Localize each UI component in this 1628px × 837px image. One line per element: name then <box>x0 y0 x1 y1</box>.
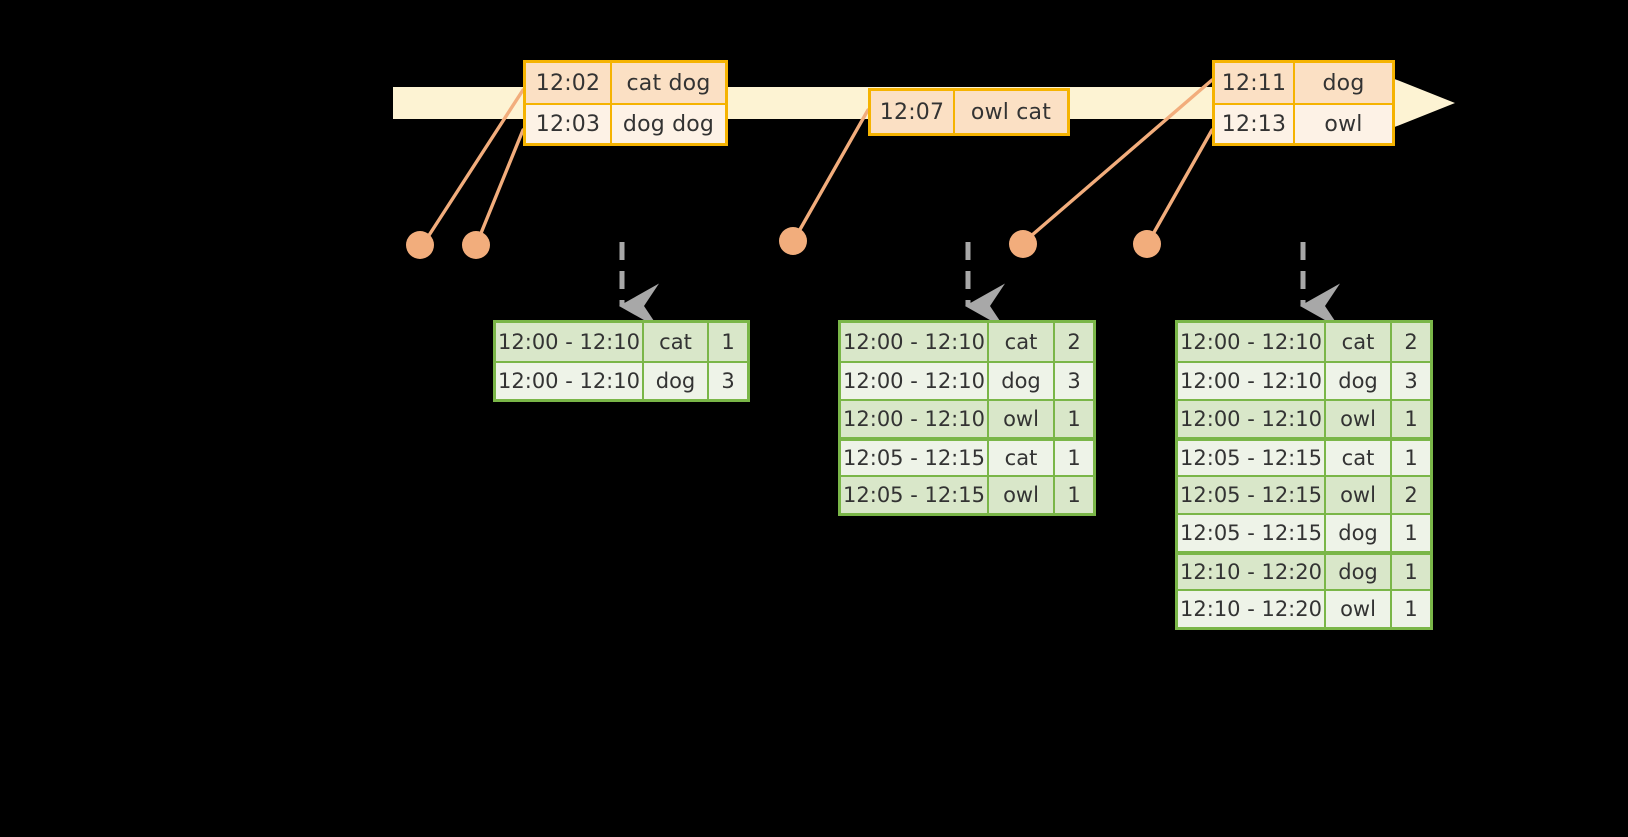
window-cell: 12:05 - 12:15 <box>1178 441 1326 475</box>
sample-dot-4 <box>1009 230 1037 258</box>
sample-dot-2 <box>462 231 490 259</box>
table-row: 12:05 - 12:15 owl 2 <box>1178 475 1430 513</box>
word-cell: cat <box>644 323 709 361</box>
count-cell: 1 <box>1055 401 1093 437</box>
word-cell: owl <box>989 401 1055 437</box>
count-cell: 2 <box>1392 323 1430 361</box>
word-cell: cat <box>989 323 1055 361</box>
table-row: 12:00 - 12:10 dog 3 <box>1178 361 1430 399</box>
word-cell: dog <box>1326 555 1392 589</box>
window-cell: 12:00 - 12:10 <box>841 401 989 437</box>
count-cell: 3 <box>1392 363 1430 399</box>
word-cell: cat <box>989 441 1055 475</box>
connector-line-3 <box>792 108 870 242</box>
window-table-2: 12:00 - 12:10 cat 2 12:00 - 12:10 dog 3 … <box>838 320 1096 516</box>
count-cell: 1 <box>709 323 747 361</box>
event-row: 12:11 dog <box>1215 63 1392 103</box>
word-cell: owl <box>1326 477 1392 513</box>
event-row: 12:13 owl <box>1215 103 1392 143</box>
count-cell: 1 <box>1392 591 1430 627</box>
word-cell: cat <box>1326 441 1392 475</box>
window-cell: 12:00 - 12:10 <box>841 363 989 399</box>
event-row: 12:07 owl cat <box>871 91 1067 133</box>
word-cell: owl <box>1326 591 1392 627</box>
table-row: 12:05 - 12:15 cat 1 <box>1178 437 1430 475</box>
word-cell: dog <box>1326 363 1392 399</box>
sample-dot-1 <box>406 231 434 259</box>
count-cell: 1 <box>1392 441 1430 475</box>
window-cell: 12:00 - 12:10 <box>1178 363 1326 399</box>
event-words: owl cat <box>955 91 1067 133</box>
event-words: dog dog <box>612 105 725 143</box>
window-table-1: 12:00 - 12:10 cat 1 12:00 - 12:10 dog 3 <box>493 320 750 402</box>
event-time: 12:11 <box>1215 63 1295 103</box>
window-table-3: 12:00 - 12:10 cat 2 12:00 - 12:10 dog 3 … <box>1175 320 1433 630</box>
event-words: dog <box>1295 63 1392 103</box>
window-cell: 12:05 - 12:15 <box>841 477 989 513</box>
event-group-3: 12:11 dog 12:13 owl <box>1212 60 1395 146</box>
table-row: 12:05 - 12:15 dog 1 <box>1178 513 1430 551</box>
window-cell: 12:00 - 12:10 <box>841 323 989 361</box>
count-cell: 2 <box>1055 323 1093 361</box>
window-cell: 12:00 - 12:10 <box>1178 401 1326 437</box>
event-time: 12:02 <box>526 63 612 103</box>
event-words: owl <box>1295 105 1392 143</box>
word-cell: owl <box>1326 401 1392 437</box>
table-row: 12:00 - 12:10 owl 1 <box>841 399 1093 437</box>
event-time: 12:07 <box>871 91 955 133</box>
window-cell: 12:10 - 12:20 <box>1178 555 1326 589</box>
word-cell: cat <box>1326 323 1392 361</box>
table-row: 12:00 - 12:10 cat 2 <box>841 323 1093 361</box>
window-cell: 12:05 - 12:15 <box>841 441 989 475</box>
event-group-1: 12:02 cat dog 12:03 dog dog <box>523 60 728 146</box>
connector-line-5 <box>1146 128 1214 245</box>
sample-dot-5 <box>1133 230 1161 258</box>
count-cell: 2 <box>1392 477 1430 513</box>
word-cell: dog <box>644 363 709 399</box>
count-cell: 1 <box>1392 555 1430 589</box>
count-cell: 1 <box>1392 401 1430 437</box>
table-row: 12:00 - 12:10 dog 3 <box>496 361 747 399</box>
count-cell: 1 <box>1055 441 1093 475</box>
window-cell: 12:05 - 12:15 <box>1178 477 1326 513</box>
window-cell: 12:10 - 12:20 <box>1178 591 1326 627</box>
table-row: 12:10 - 12:20 owl 1 <box>1178 589 1430 627</box>
word-cell: dog <box>989 363 1055 399</box>
table-row: 12:00 - 12:10 dog 3 <box>841 361 1093 399</box>
sample-dot-3 <box>779 227 807 255</box>
event-row: 12:03 dog dog <box>526 103 725 143</box>
window-cell: 12:00 - 12:10 <box>496 323 644 361</box>
table-row: 12:10 - 12:20 dog 1 <box>1178 551 1430 589</box>
window-cell: 12:05 - 12:15 <box>1178 515 1326 551</box>
event-words: cat dog <box>612 63 725 103</box>
word-cell: dog <box>1326 515 1392 551</box>
table-row: 12:05 - 12:15 cat 1 <box>841 437 1093 475</box>
count-cell: 3 <box>709 363 747 399</box>
table-row: 12:00 - 12:10 cat 1 <box>496 323 747 361</box>
event-group-2: 12:07 owl cat <box>868 88 1070 136</box>
connector-line-2 <box>475 128 525 245</box>
count-cell: 3 <box>1055 363 1093 399</box>
table-row: 12:00 - 12:10 cat 2 <box>1178 323 1430 361</box>
table-row: 12:05 - 12:15 owl 1 <box>841 475 1093 513</box>
event-row: 12:02 cat dog <box>526 63 725 103</box>
table-row: 12:00 - 12:10 owl 1 <box>1178 399 1430 437</box>
count-cell: 1 <box>1392 515 1430 551</box>
event-time: 12:03 <box>526 105 612 143</box>
count-cell: 1 <box>1055 477 1093 513</box>
event-time: 12:13 <box>1215 105 1295 143</box>
connector-line-1 <box>422 88 525 245</box>
connector-line-4 <box>1022 78 1214 244</box>
window-cell: 12:00 - 12:10 <box>496 363 644 399</box>
word-cell: owl <box>989 477 1055 513</box>
window-cell: 12:00 - 12:10 <box>1178 323 1326 361</box>
